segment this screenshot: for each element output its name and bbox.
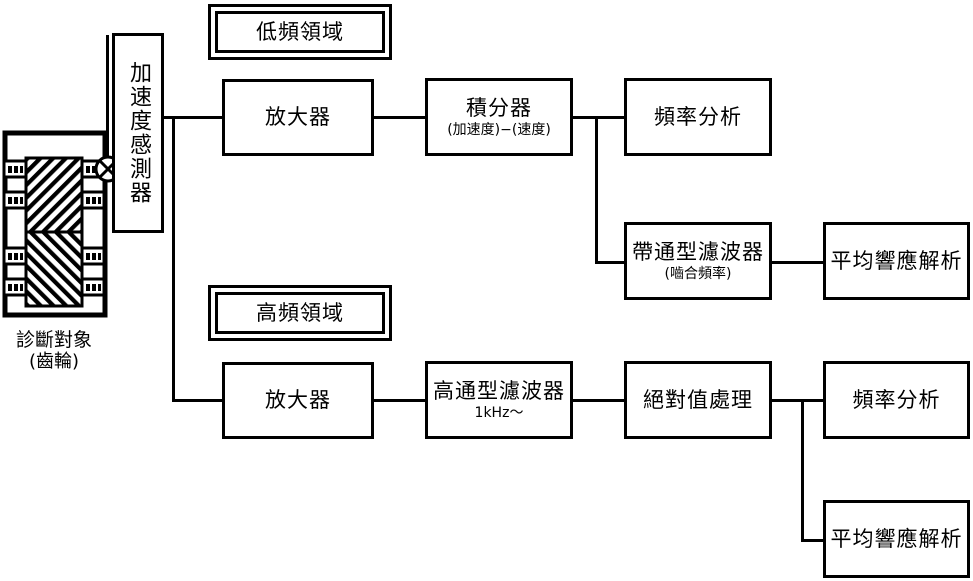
wire-sensor-lead <box>106 35 109 157</box>
wire-to-highfreq-amplifier <box>172 399 224 402</box>
absolute-value-box[interactable]: 絕對值處理 <box>624 361 772 439</box>
wire-to-bandpass-filter <box>595 261 625 264</box>
low-frequency-header-box: 低頻領域 <box>208 4 392 60</box>
highfreq-amplifier-box[interactable]: 放大器 <box>222 362 374 439</box>
wire-to-lowfreq-amplifier <box>172 116 224 119</box>
high-frequency-header-box: 高頻領域 <box>208 285 392 341</box>
wire-integrator-output <box>573 116 625 119</box>
highfreq-average-response-box[interactable]: 平均響應解析 <box>823 500 970 578</box>
low-frequency-header-inner: 低頻領域 <box>215 11 385 53</box>
low-frequency-header-label: 低頻領域 <box>256 19 344 44</box>
wire-absolute-value-output <box>772 399 824 402</box>
wire-amplifier-to-highpass <box>374 399 426 402</box>
caption-line-1: 診斷對象 <box>15 329 92 351</box>
lowfreq-average-response-label: 平均響應解析 <box>830 248 963 273</box>
highpass-filter-sublabel: 1kHz～ <box>474 405 524 422</box>
integrator-box[interactable]: 積分器 (加速度)−(速度) <box>425 78 573 156</box>
wire-branch-trunk <box>172 116 175 402</box>
highfreq-average-response-label: 平均響應解析 <box>830 526 963 551</box>
high-frequency-header-label: 高頻領域 <box>256 300 344 325</box>
lowfreq-frequency-analysis-label: 頻率分析 <box>654 104 742 129</box>
diagnostic-object-caption: 診斷對象 (齒輪) <box>2 329 106 373</box>
integrator-sublabel: (加速度)−(速度) <box>447 122 551 139</box>
wire-bandpass-to-average-response <box>772 261 824 264</box>
highpass-filter-label: 高通型濾波器 <box>433 378 565 403</box>
highpass-filter-box[interactable]: 高通型濾波器 1kHz～ <box>425 361 573 439</box>
integrator-label: 積分器 <box>466 95 532 120</box>
gear-diagram <box>2 130 108 318</box>
wire-absolute-value-split-down <box>801 399 804 542</box>
lowfreq-frequency-analysis-box[interactable]: 頻率分析 <box>624 78 772 156</box>
highfreq-amplifier-label: 放大器 <box>265 388 331 413</box>
highfreq-frequency-analysis-box[interactable]: 頻率分析 <box>823 361 970 439</box>
lowfreq-amplifier-box[interactable]: 放大器 <box>222 79 374 156</box>
accelerometer-sensor-label: 加速度感測器 <box>126 61 151 205</box>
absolute-value-label: 絕對值處理 <box>643 387 753 412</box>
caption-line-2: (齒輪) <box>28 350 80 372</box>
wire-highpass-to-absolute-value <box>573 399 625 402</box>
high-frequency-header-inner: 高頻領域 <box>215 292 385 334</box>
wire-integrator-split-down <box>595 116 598 264</box>
accelerometer-sensor-box[interactable]: 加速度感測器 <box>112 33 164 233</box>
lowfreq-average-response-box[interactable]: 平均響應解析 <box>823 222 970 300</box>
bandpass-filter-label: 帶通型濾波器 <box>632 239 764 264</box>
highfreq-frequency-analysis-label: 頻率分析 <box>852 387 941 412</box>
lowfreq-amplifier-label: 放大器 <box>265 105 331 130</box>
bandpass-filter-box[interactable]: 帶通型濾波器 (嚙合頻率) <box>624 222 772 300</box>
wire-sensor-output <box>163 116 175 119</box>
wire-to-highfreq-average-response <box>801 539 824 542</box>
wire-amplifier-to-integrator <box>374 116 426 119</box>
bandpass-filter-sublabel: (嚙合頻率) <box>664 266 732 283</box>
